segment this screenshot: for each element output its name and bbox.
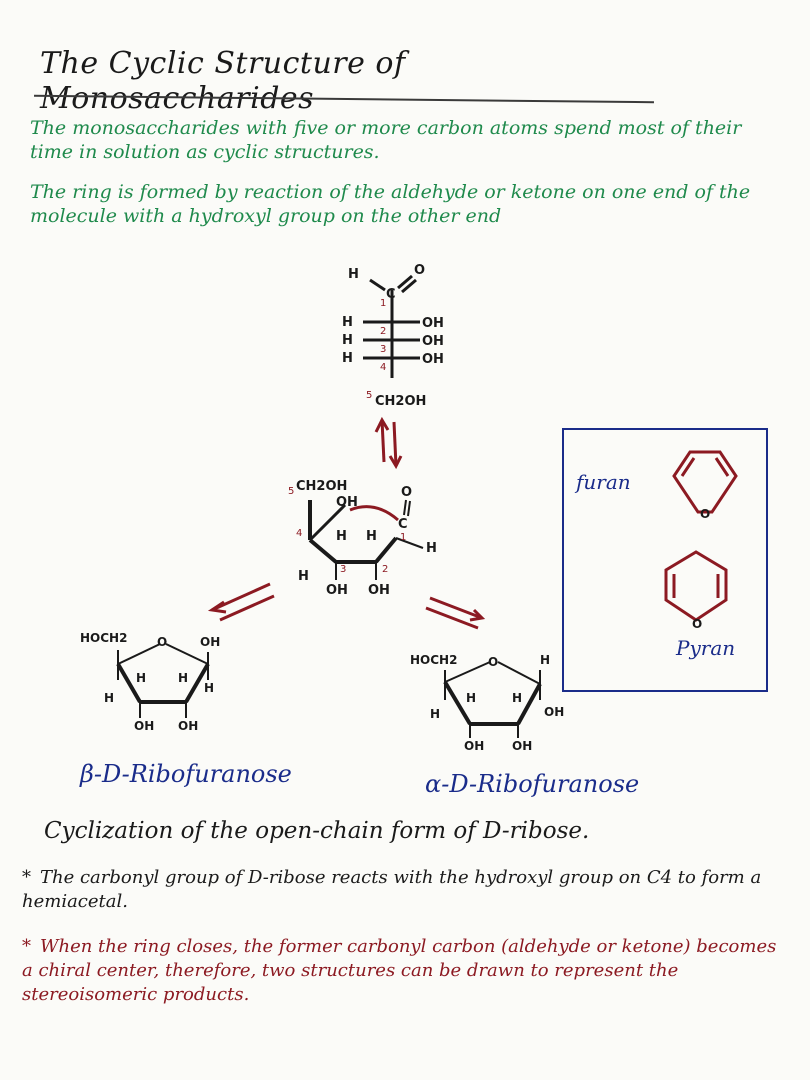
alpha-caption: α-D-Ribofuranose: [425, 770, 640, 798]
open-chain-c1: C: [386, 287, 396, 302]
num-c2: 2: [380, 326, 386, 337]
intro-line-2: The ring is formed by reaction of the al…: [30, 181, 751, 227]
furan-structure: [672, 450, 738, 514]
open-chain-structure: [363, 274, 420, 378]
alpha-oh-b: OH: [512, 739, 532, 753]
intermediate-h-b: H: [366, 529, 377, 544]
cyclization-note: Cyclization of the open-chain form of D-…: [44, 818, 590, 844]
pyran-o: O: [692, 617, 702, 631]
equilibrium-arrow-left: [207, 582, 275, 622]
num-c4: 4: [380, 362, 386, 373]
open-chain-h3: H: [342, 333, 353, 348]
alpha-hoch2: HOCH2: [410, 653, 457, 667]
int-num3: 3: [340, 564, 346, 575]
int-num1: 1: [400, 532, 406, 543]
bullet-hemiacetal: *The carbonyl group of D-ribose reacts w…: [22, 866, 792, 914]
beta-hoch2: HOCH2: [80, 631, 127, 645]
num-c5: 5: [366, 390, 372, 401]
intermediate-oh-a: OH: [326, 583, 348, 598]
open-chain-h: H: [348, 267, 359, 282]
beta-oh-top: OH: [200, 635, 220, 649]
intermediate-c: C: [398, 517, 408, 532]
intro-line-1: The monosaccharides with five or more ca…: [30, 117, 742, 163]
bullet-text: The carbonyl group of D-ribose reacts wi…: [22, 867, 762, 912]
intermediate-ch2oh: CH2OH: [296, 479, 347, 494]
furan-label: furan: [576, 470, 631, 494]
intermediate-o: O: [401, 485, 412, 500]
pyran-structure: [664, 550, 728, 622]
alpha-h-a: H: [466, 691, 476, 705]
intermediate-h-a: H: [336, 529, 347, 544]
intermediate-h-c: H: [298, 569, 309, 584]
bullet-chiral-center: *When the ring closes, the former carbon…: [22, 935, 792, 1007]
asterisk-icon: *: [22, 936, 31, 957]
intermediate-h-right: H: [426, 541, 437, 556]
beta-h-left: H: [104, 691, 114, 705]
intermediate-oh: OH: [336, 495, 358, 510]
intermediate-oh-b: OH: [368, 583, 390, 598]
alpha-h-left: H: [430, 707, 440, 721]
open-chain-h2: H: [342, 315, 353, 330]
equilibrium-arrow-right: [425, 596, 486, 630]
alpha-h-top: H: [540, 653, 550, 667]
intermediate-structure: [308, 499, 424, 580]
num-c3: 3: [380, 344, 386, 355]
alpha-ribofuranose-ring: [443, 661, 542, 738]
open-chain-oh2: OH: [422, 316, 444, 331]
alpha-oh-right: OH: [544, 705, 564, 719]
reaction-arrow-curve: [349, 505, 399, 522]
int-num2: 2: [382, 564, 388, 575]
beta-h-b: H: [178, 671, 188, 685]
open-chain-ch2oh: CH2OH: [375, 394, 426, 409]
beta-h-right: H: [204, 681, 214, 695]
pyran-label: Pyran: [676, 636, 736, 660]
beta-oh-a: OH: [134, 719, 154, 733]
open-chain-oh4: OH: [422, 352, 444, 367]
beta-oh-b: OH: [178, 719, 198, 733]
bullet-text: When the ring closes, the former carbony…: [22, 936, 777, 1005]
open-chain-o: O: [414, 263, 425, 278]
ring-examples-box: [562, 428, 768, 692]
beta-ring-o: O: [157, 635, 167, 649]
alpha-h-b: H: [512, 691, 522, 705]
asterisk-icon: *: [22, 867, 31, 888]
beta-caption: β-D-Ribofuranose: [80, 760, 292, 788]
int-num4: 4: [296, 528, 302, 539]
open-chain-h4: H: [342, 351, 353, 366]
int-num5: 5: [288, 486, 294, 497]
alpha-oh-a: OH: [464, 739, 484, 753]
open-chain-oh3: OH: [422, 334, 444, 349]
equilibrium-arrow-vertical: [374, 416, 403, 470]
num-c1: 1: [380, 298, 386, 309]
beta-ribofuranose-ring: [116, 643, 210, 718]
furan-o: O: [700, 507, 710, 521]
alpha-ring-o: O: [488, 655, 498, 669]
beta-h-a: H: [136, 671, 146, 685]
